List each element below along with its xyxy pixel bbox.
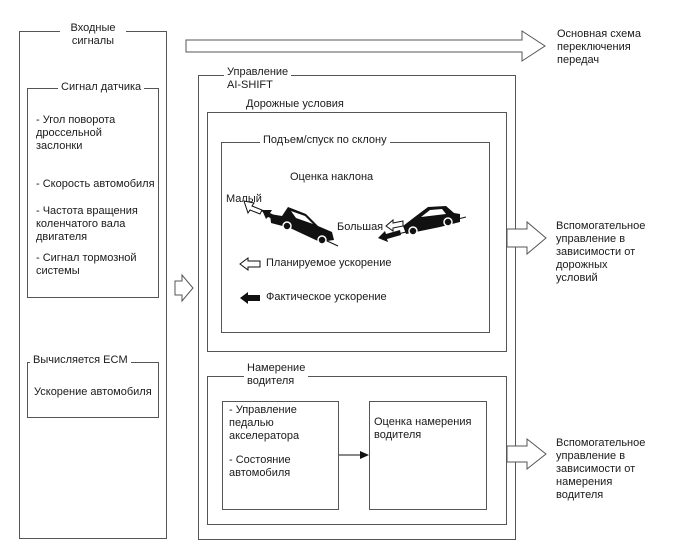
- driver-item-pedal: - Управление педалью акселератора: [229, 404, 300, 442]
- driver-estimate-box: [369, 401, 487, 510]
- small-solid-arrow-icon: [262, 210, 280, 221]
- sensor-item-speed: - Скорость автомобиля: [36, 178, 155, 190]
- driver-estimate-arrowhead: [360, 451, 369, 459]
- slope-estimate-label: Оценка наклона: [290, 171, 374, 183]
- sensor-item-throttle: - Угол поворота дроссельной заслонки: [36, 114, 116, 152]
- driver-intent-title: Намерение водителя: [244, 362, 309, 388]
- sensor-item-brake: - Сигнал тормозной системы: [36, 252, 137, 277]
- ai-shift-box: [198, 75, 516, 540]
- large-hollow-arrow-icon: [385, 218, 404, 232]
- output-road-label: Вспомогательное управление в зависимости…: [556, 220, 646, 284]
- planned-accel-arrow-icon: [239, 257, 261, 271]
- small-hollow-arrow-icon: [243, 200, 263, 215]
- downhill-car-icon: [270, 207, 334, 245]
- ai-shift-title: Управление AI-SHIFT: [224, 66, 292, 92]
- ecm-title: Вычисляется ECM: [30, 354, 131, 367]
- inputs-to-aishift-arrow: [174, 273, 194, 303]
- driver-output-arrow: [506, 437, 547, 471]
- actual-accel-label: Фактическое ускорение: [266, 291, 387, 303]
- actual-accel-arrow-icon: [240, 292, 260, 304]
- output-main-label: Основная схема переключения передач: [557, 28, 641, 66]
- input-signals-title: Входные сигналы: [60, 22, 126, 48]
- road-output-arrow: [506, 220, 547, 256]
- large-solid-arrow-icon: [378, 230, 401, 242]
- sensor-signal-title: Сигнал датчика: [58, 81, 145, 94]
- uphill-car-icon: [403, 206, 460, 236]
- small-label: Малый: [226, 193, 262, 205]
- ecm-item: Ускорение автомобиля: [34, 386, 152, 398]
- main-output-arrow: [185, 30, 546, 62]
- driver-item-state: - Состояние автомобиля: [229, 454, 291, 479]
- driver-estimate-label: Оценка намерения водителя: [374, 416, 472, 441]
- output-driver-label: Вспомогательное управление в зависимости…: [556, 437, 646, 501]
- road-conditions-title: Дорожные условия: [243, 98, 347, 111]
- driver-inputs-box: [222, 401, 339, 510]
- sensor-item-crankshaft: - Частота вращения коленчатого вала двиг…: [36, 205, 138, 243]
- slope-title: Подъем/спуск по склону: [260, 134, 390, 147]
- large-label: Большая: [337, 221, 384, 233]
- planned-accel-label: Планируемое ускорение: [266, 257, 392, 269]
